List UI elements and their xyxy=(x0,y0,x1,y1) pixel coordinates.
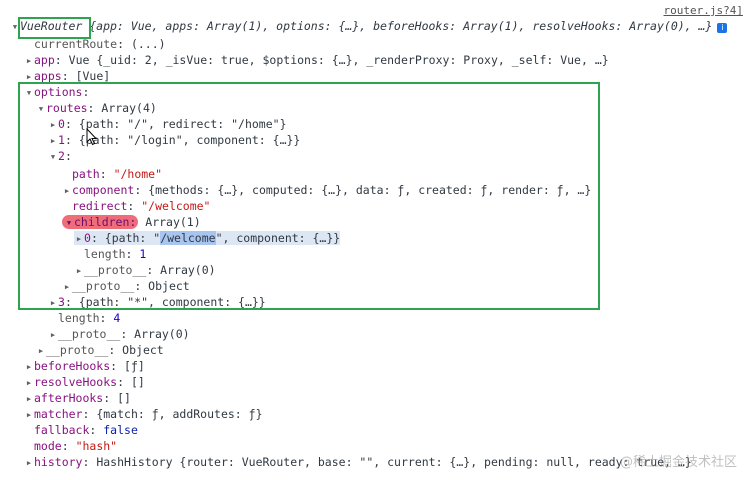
prop-before-hooks[interactable]: ▶beforeHooks: [ƒ] xyxy=(24,358,145,374)
options-proto[interactable]: ▶__proto__: Object xyxy=(36,342,164,358)
caret-down-icon[interactable]: ▼ xyxy=(38,105,44,113)
prop-apps[interactable]: ▶apps: [Vue] xyxy=(24,68,110,84)
caret-right-icon[interactable]: ▶ xyxy=(26,57,32,65)
caret-right-icon[interactable]: ▶ xyxy=(50,331,56,339)
watermark: @稀土掘金技术社区 xyxy=(619,455,737,470)
route-2-path: ▶path: "/home" xyxy=(72,167,163,181)
caret-right-icon[interactable]: ▶ xyxy=(38,347,44,355)
root-class-name: VueRouter xyxy=(20,19,83,33)
routes-proto[interactable]: ▶__proto__: Array(0) xyxy=(48,326,190,342)
caret-right-icon[interactable]: ▶ xyxy=(76,235,82,243)
prop-history[interactable]: ▶history: HashHistory {router: VueRouter… xyxy=(24,454,692,470)
route-item-2[interactable]: ▼2: xyxy=(48,148,72,164)
caret-right-icon[interactable]: ▶ xyxy=(26,363,32,371)
prop-current-route[interactable]: ▶currentRoute: (...) xyxy=(34,37,166,51)
prop-resolve-hooks[interactable]: ▶resolveHooks: [] xyxy=(24,374,145,390)
caret-right-icon[interactable]: ▶ xyxy=(64,283,70,291)
root-object-row[interactable]: ▼VueRouter {app: Vue, apps: Array(1), op… xyxy=(10,18,728,34)
caret-right-icon[interactable]: ▶ xyxy=(50,121,56,129)
prop-after-hooks[interactable]: ▶afterHooks: [] xyxy=(24,390,131,406)
route-2-redirect: ▶redirect: "/welcome" xyxy=(72,199,211,213)
caret-right-icon[interactable]: ▶ xyxy=(76,267,82,275)
prop-mode: ▶mode: "hash" xyxy=(34,439,118,453)
caret-right-icon[interactable]: ▶ xyxy=(26,459,32,467)
caret-right-icon[interactable]: ▶ xyxy=(50,137,56,145)
root-summary: {app: Vue, apps: Array(1), options: {…},… xyxy=(82,19,713,33)
prop-app[interactable]: ▶app: Vue {_uid: 2, _isVue: true, $optio… xyxy=(24,52,609,68)
route-item-1[interactable]: ▶1: {path: "/login", component: {…}} xyxy=(48,132,300,148)
caret-down-icon[interactable]: ▼ xyxy=(50,153,56,161)
selected-text[interactable]: /welcome xyxy=(160,231,216,245)
caret-down-icon[interactable]: ▼ xyxy=(26,89,32,97)
caret-right-icon[interactable]: ▶ xyxy=(26,395,32,403)
info-icon[interactable]: i xyxy=(717,23,728,33)
caret-right-icon[interactable]: ▶ xyxy=(26,379,32,387)
caret-down-icon[interactable]: ▼ xyxy=(12,23,18,31)
children-proto[interactable]: ▶__proto__: Array(0) xyxy=(74,262,216,278)
prop-routes[interactable]: ▼routes: Array(4) xyxy=(36,100,157,116)
source-link[interactable]: router.js?4] xyxy=(663,4,743,17)
caret-right-icon[interactable]: ▶ xyxy=(50,299,56,307)
routes-length: ▶length: 4 xyxy=(58,311,121,325)
child-item-0-highlight: ▶0: {path: "/welcome", component: {…}} xyxy=(74,231,341,245)
caret-down-icon[interactable]: ▼ xyxy=(66,219,72,227)
route-2-proto[interactable]: ▶__proto__: Object xyxy=(62,278,190,294)
children-length: ▶length: 1 xyxy=(84,247,147,261)
route-item-3[interactable]: ▶3: {path: "*", component: {…}} xyxy=(48,294,266,310)
caret-right-icon[interactable]: ▶ xyxy=(26,411,32,419)
caret-right-icon[interactable]: ▶ xyxy=(26,73,32,81)
route-2-children[interactable]: ▼children: Array(1) xyxy=(62,214,201,230)
caret-right-icon[interactable]: ▶ xyxy=(64,187,70,195)
route-2-component[interactable]: ▶component: {methods: {…}, computed: {…}… xyxy=(62,182,591,198)
mouse-cursor-icon xyxy=(86,128,98,146)
prop-matcher[interactable]: ▶matcher: {match: ƒ, addRoutes: ƒ} xyxy=(24,406,263,422)
child-item-0[interactable]: ▶0: {path: "/welcome", component: {…}} xyxy=(74,230,341,246)
route-item-0[interactable]: ▶0: {path: "/", redirect: "/home"} xyxy=(48,116,287,132)
prop-fallback: ▶fallback: false xyxy=(34,423,138,437)
prop-options[interactable]: ▼options: xyxy=(24,84,90,100)
children-highlight: ▼children: xyxy=(62,215,139,229)
